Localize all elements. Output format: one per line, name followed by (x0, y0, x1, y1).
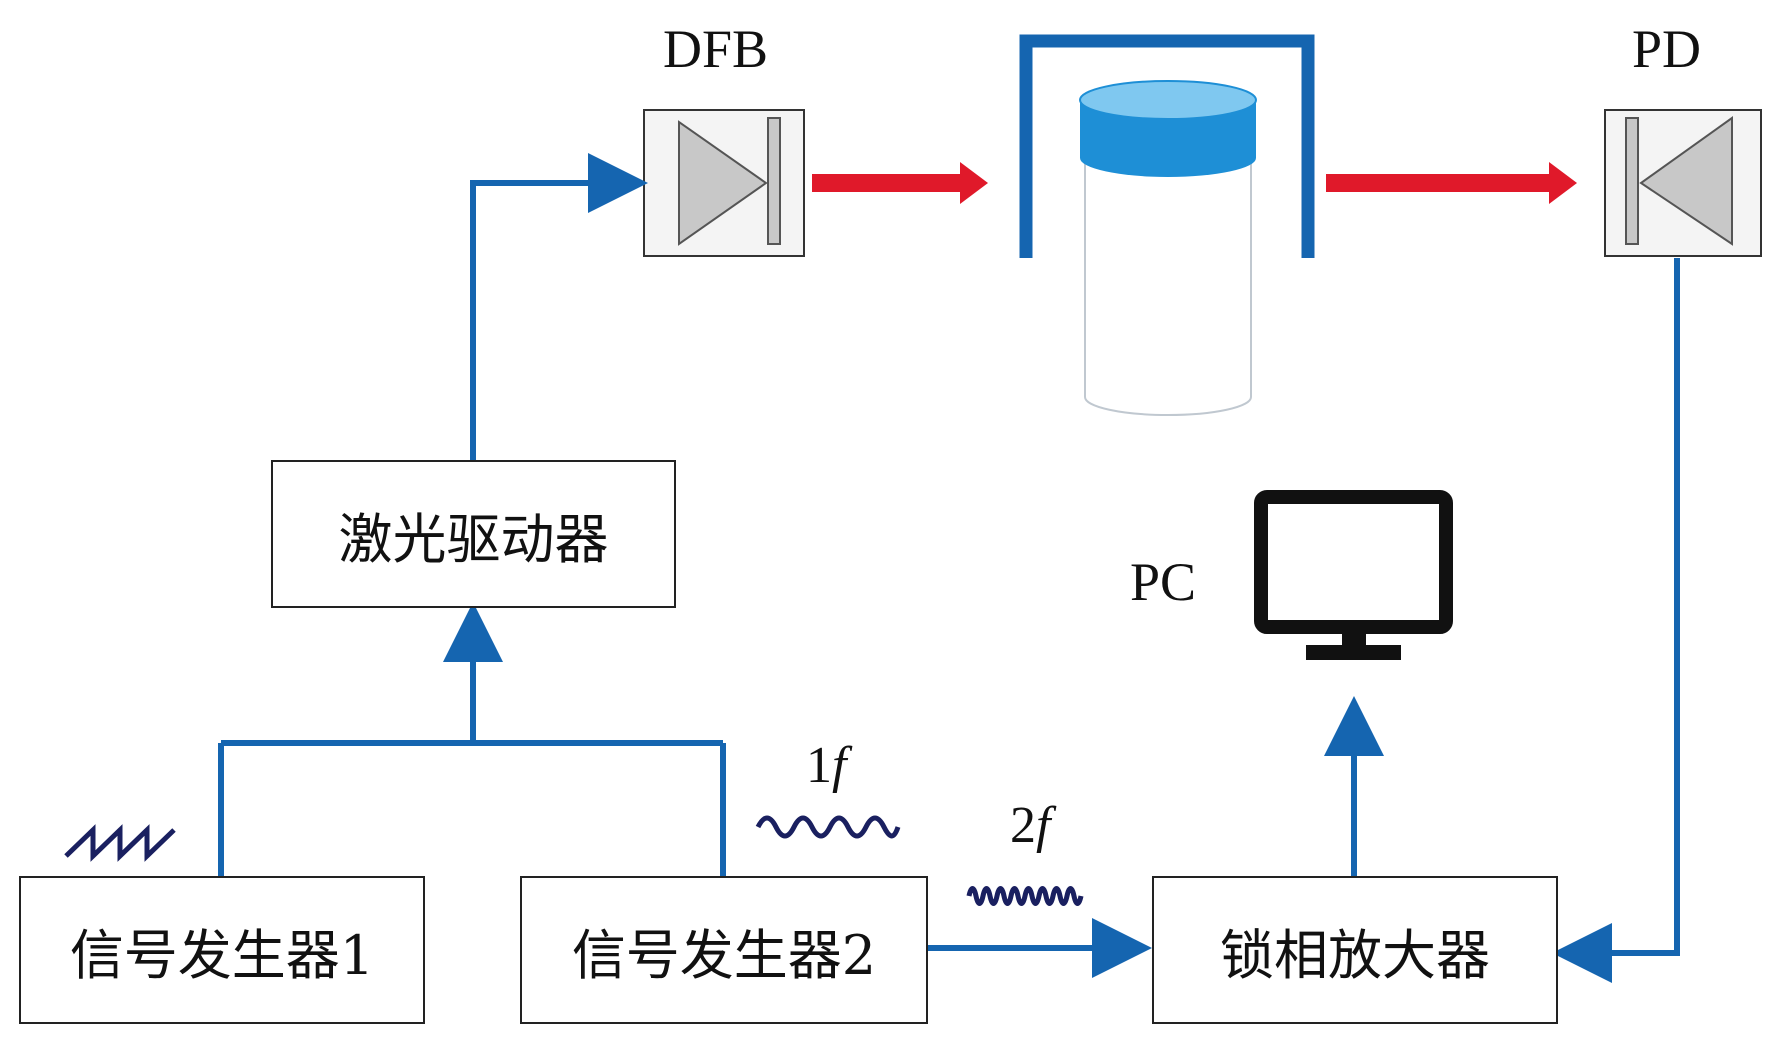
lockin-amplifier-box: 锁相放大器 (1152, 876, 1558, 1024)
sine-wave-1f-icon (755, 815, 901, 839)
pd-label: PD (1632, 19, 1702, 79)
sawtooth-wave-icon (64, 824, 176, 862)
freq-2f-number: 2 (1010, 797, 1036, 854)
signal-generator-2-label: 信号发生器2 (571, 923, 877, 987)
photodetector-icon (1604, 109, 1762, 257)
lockin-amplifier-label: 锁相放大器 (1220, 923, 1490, 987)
monitor-icon (1254, 490, 1453, 660)
sine-wave-2f-icon (966, 886, 1084, 906)
signal-generator-2-box: 信号发生器2 (520, 876, 928, 1024)
dfb-label: DFB (663, 19, 769, 79)
freq-label-1f: 1f (806, 740, 846, 792)
line-driver-to-dfb (470, 153, 648, 460)
freq-1f-number: 1 (806, 737, 832, 794)
freq-1f-symbol: f (832, 737, 847, 794)
freq-2f-symbol: f (1036, 797, 1051, 854)
sample-container-icon (1079, 80, 1257, 416)
line-pd-to-lockin (1552, 258, 1680, 983)
freq-label-2f: 2f (1010, 800, 1050, 852)
dfb-laser-icon (643, 109, 805, 257)
laser-beam-in (812, 162, 988, 204)
laser-driver-box: 激光驱动器 (271, 460, 676, 608)
sample-enclosure (1019, 34, 1315, 258)
pc-label: PC (1130, 552, 1197, 612)
signal-generator-1-box: 信号发生器1 (19, 876, 425, 1024)
laser-beam-out (1326, 162, 1577, 204)
signal-generator-1-label: 信号发生器1 (69, 923, 375, 987)
laser-driver-label: 激光驱动器 (338, 507, 609, 571)
